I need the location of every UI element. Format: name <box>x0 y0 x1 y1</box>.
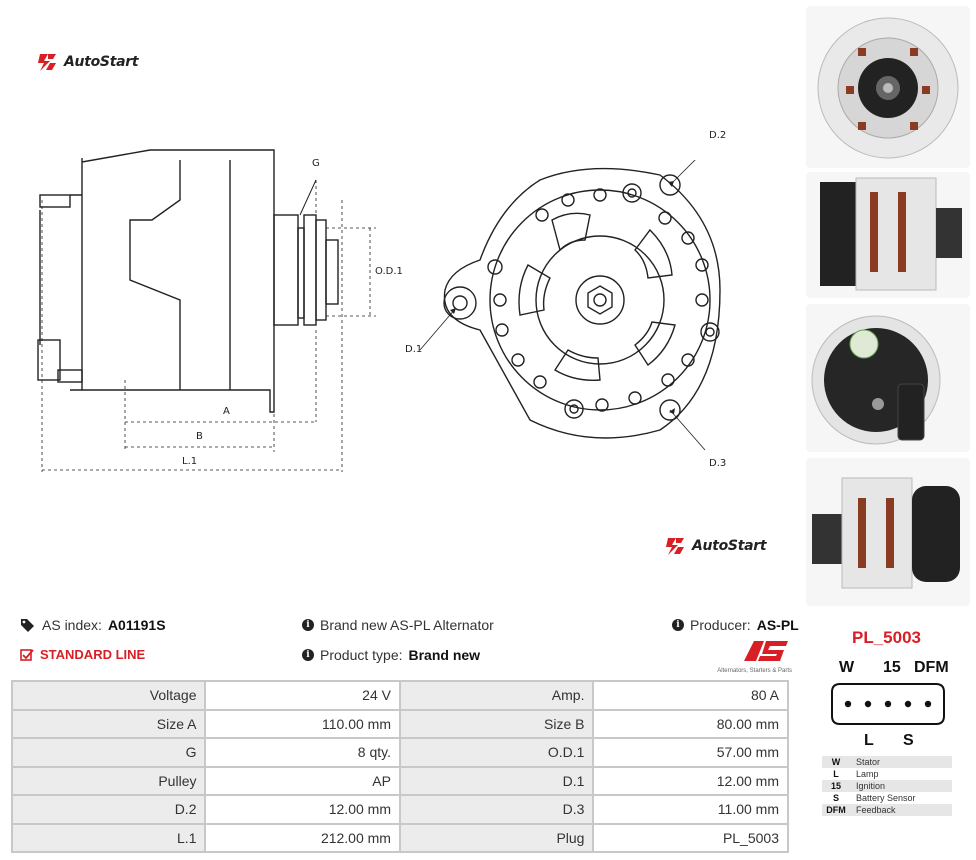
dim-label-d1: D.1 <box>405 344 423 355</box>
standard-line-label: STANDARD LINE <box>40 647 146 662</box>
alternator-rear-image <box>811 315 941 445</box>
legend-row: 15 Ignition <box>822 780 952 792</box>
dim-label-d2: D.2 <box>709 130 727 141</box>
as-index-label: AS index: <box>42 617 102 633</box>
producer-label: Producer: <box>690 617 751 633</box>
spec-value: 8 qty. <box>204 737 401 768</box>
spec-value: AP <box>204 765 401 796</box>
legend-row: DFM Feedback <box>822 804 952 816</box>
spec-value: 12.00 mm <box>592 765 789 796</box>
spec-value: 110.00 mm <box>204 708 401 739</box>
legend-code: L <box>833 769 839 779</box>
spec-key: Size B <box>398 708 595 739</box>
spec-value: 24 V <box>204 680 401 711</box>
product-photo-front[interactable] <box>806 6 970 168</box>
pin-label-w: W <box>839 659 855 676</box>
tags-icon <box>21 619 34 632</box>
legend-desc: Feedback <box>856 805 896 815</box>
plug-title: PL_5003 <box>852 628 921 647</box>
spec-key: Size A <box>10 708 207 739</box>
legend-code: DFM <box>826 805 846 815</box>
pin-label-dfm: DFM <box>914 659 949 676</box>
pin-label-15: 15 <box>883 659 901 676</box>
brand-name: AutoStart <box>692 538 767 554</box>
spec-value: 11.00 mm <box>592 794 789 825</box>
dim-label-l1: L.1 <box>182 456 198 467</box>
brand-logo: AutoStart <box>36 52 139 72</box>
side-view-drawing <box>37 149 376 472</box>
dim-label-od1: O.D.1 <box>375 266 403 277</box>
spec-value: 80.00 mm <box>592 708 789 739</box>
legend-row: S Battery Sensor <box>822 792 952 804</box>
plug-connector-diagram <box>831 683 945 725</box>
legend-desc: Ignition <box>856 781 886 791</box>
spec-key: Pulley <box>10 765 207 796</box>
spec-value: 12.00 mm <box>204 794 401 825</box>
alternator-top-image <box>812 477 960 589</box>
info-icon: i <box>302 649 314 661</box>
spec-key: Amp. <box>398 680 595 711</box>
spec-key: D.2 <box>10 794 207 825</box>
info-icon: i <box>302 619 314 631</box>
spec-value: PL_5003 <box>592 822 789 853</box>
spec-value: 57.00 mm <box>592 737 789 768</box>
dim-label-a: A <box>223 406 230 417</box>
legend-desc: Battery Sensor <box>856 793 916 803</box>
brand-name: AutoStart <box>64 54 139 70</box>
product-description: i Brand new AS-PL Alternator <box>302 617 494 633</box>
pin-label-s: S <box>903 732 914 749</box>
info-icon: i <box>672 619 684 631</box>
product-type: i Product type: Brand new <box>302 647 480 663</box>
spec-key: G <box>10 737 207 768</box>
spec-key: O.D.1 <box>398 737 595 768</box>
spec-value: 212.00 mm <box>204 822 401 853</box>
description-text: Brand new AS-PL Alternator <box>320 617 494 633</box>
legend-desc: Stator <box>856 757 881 767</box>
product-photo-top[interactable] <box>806 458 970 606</box>
front-view-drawing <box>420 160 721 451</box>
producer-value: AS-PL <box>756 617 799 633</box>
autostart-logo-icon <box>38 54 56 71</box>
as-index-value: A01191S <box>107 617 166 633</box>
spec-key: D.1 <box>398 765 595 796</box>
product-type-label: Product type: <box>320 647 403 663</box>
legend-code: W <box>831 757 841 767</box>
producer: i Producer: AS-PL <box>672 617 799 633</box>
product-photo-rear[interactable] <box>806 304 970 452</box>
spec-key: Voltage <box>10 680 207 711</box>
as-index: AS index: A01191S <box>20 617 166 633</box>
spec-key: Plug <box>398 822 595 853</box>
pin-label-l: L <box>864 732 874 749</box>
spec-key: L.1 <box>10 822 207 853</box>
alternator-front-image <box>817 17 959 159</box>
dim-label-d3: D.3 <box>709 458 727 469</box>
aspl-logo-icon <box>744 641 788 661</box>
legend-desc: Lamp <box>856 769 879 779</box>
dim-label-b: B <box>196 431 203 442</box>
product-photo-side[interactable] <box>806 172 970 298</box>
legend-code: 15 <box>830 781 841 791</box>
standard-line-badge: STANDARD LINE <box>20 647 145 662</box>
legend-row: W Stator <box>822 756 952 768</box>
dim-label-g: G <box>312 158 320 169</box>
aspl-tagline: Alternators, Starters & Parts <box>717 668 792 674</box>
autostart-logo-icon <box>666 538 684 555</box>
checkbox-checked-icon <box>20 648 34 661</box>
legend-row: L Lamp <box>822 768 952 780</box>
alternator-side-image <box>820 177 962 291</box>
brand-logo-secondary: AutoStart <box>664 536 767 556</box>
legend-code: S <box>832 793 839 803</box>
product-type-value: Brand new <box>408 647 481 663</box>
spec-value: 80 A <box>592 680 789 711</box>
spec-key: D.3 <box>398 794 595 825</box>
aspl-logo: Alternators, Starters & Parts <box>716 640 792 674</box>
